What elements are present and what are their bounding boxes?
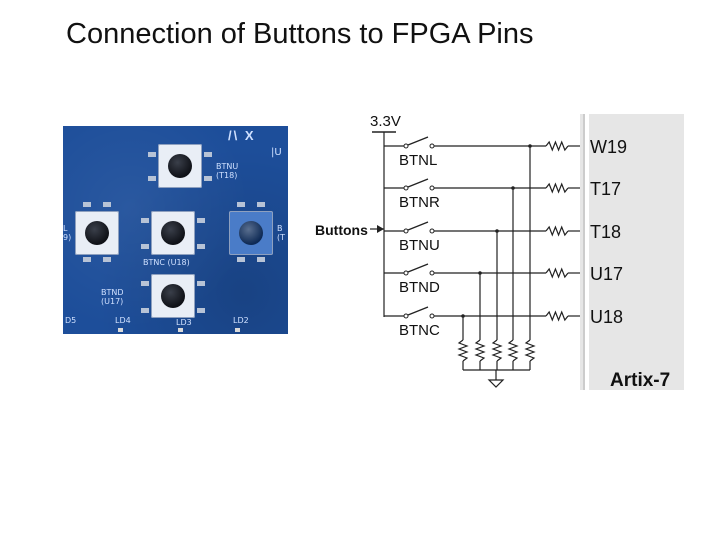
pin: [204, 152, 212, 157]
button-cap: [239, 221, 263, 245]
pulldown-resistor: [474, 339, 486, 362]
pulldown-resistor: [507, 339, 519, 362]
pin-label-u17: U17: [590, 264, 623, 284]
series-resistor: [545, 267, 569, 279]
pulldown-resistor: [457, 339, 469, 362]
chip-label: Artix-7: [610, 370, 670, 391]
pin: [141, 244, 149, 249]
button-label-btnc: BTNC: [399, 322, 440, 339]
switch-lever: [407, 306, 429, 316]
pin: [197, 218, 205, 223]
pin: [83, 257, 91, 262]
chip-block: [580, 114, 684, 390]
pin-label-w19: W19: [590, 137, 627, 157]
pin-label-t18: T18: [590, 222, 621, 242]
pin: [257, 257, 265, 262]
series-resistor: [545, 225, 569, 237]
series-resistor: [545, 140, 569, 152]
pin: [141, 308, 149, 313]
button-label-btnd: BTND: [399, 279, 440, 296]
series-resistor: [545, 310, 569, 322]
button-label-btnr: BTNR: [399, 194, 440, 211]
button-label-btnl: BTNL: [399, 152, 437, 169]
button-label-btnu: BTNU: [399, 237, 440, 254]
switch-contact: [429, 313, 435, 319]
pin: [148, 152, 156, 157]
pcb-logo: /\ X: [228, 128, 256, 143]
pin-label-t17: T17: [590, 179, 621, 199]
pin: [204, 176, 212, 181]
pin: [148, 176, 156, 181]
switch-contact: [429, 143, 435, 149]
switch-lever: [407, 178, 429, 188]
pin: [237, 257, 245, 262]
button-btnr-photo: [229, 211, 273, 255]
pin: [83, 202, 91, 207]
switch-lever: [407, 263, 429, 273]
silk-btnd: BTND (U17): [101, 288, 124, 306]
silk-d5: D5: [65, 316, 77, 325]
silk-right-partial: B (T: [277, 224, 286, 242]
pin: [257, 202, 265, 207]
switch-contact: [429, 228, 435, 234]
pulldown-resistor: [524, 339, 536, 362]
button-cap: [168, 154, 192, 178]
pin: [141, 281, 149, 286]
button-btnu-photo: [158, 144, 202, 188]
silk-ld4: LD4: [115, 316, 131, 325]
switch-contact: [429, 185, 435, 191]
silk-btnu: BTNU (T18): [216, 162, 239, 180]
pin: [141, 218, 149, 223]
pin: [103, 202, 111, 207]
silk-btnc: BTNC (U18): [143, 258, 190, 267]
pin: [197, 308, 205, 313]
switch-contact: [403, 228, 409, 234]
silk-u-partial: |U: [271, 147, 282, 158]
button-cap: [161, 284, 185, 308]
button-btnl-photo: [75, 211, 119, 255]
switch-contact: [403, 143, 409, 149]
button-btnd-photo: [151, 274, 195, 318]
pin-label-u18: U18: [590, 307, 623, 327]
pin: [237, 202, 245, 207]
switch-contact: [403, 313, 409, 319]
ground-icon: [487, 379, 505, 388]
switch-lever: [407, 136, 429, 146]
pin: [197, 281, 205, 286]
buttons-arrow-head: [377, 225, 384, 233]
led: [235, 328, 240, 332]
led: [118, 328, 123, 332]
button-cap: [161, 221, 185, 245]
led: [178, 328, 183, 332]
silk-ld3: LD3: [176, 318, 192, 327]
pulldown-resistor: [491, 339, 503, 362]
button-btnc-photo: [151, 211, 195, 255]
supply-label: 3.3V: [370, 113, 401, 130]
junction-dot: [511, 186, 515, 190]
button-cap: [85, 221, 109, 245]
switch-contact: [429, 270, 435, 276]
page-title: Connection of Buttons to FPGA Pins: [66, 18, 534, 50]
switch-contact: [403, 185, 409, 191]
buttons-label: Buttons: [315, 222, 368, 238]
silk-left-partial: L 9): [63, 224, 72, 242]
silk-ld2: LD2: [233, 316, 249, 325]
pin: [197, 244, 205, 249]
series-resistor: [545, 182, 569, 194]
pin: [103, 257, 111, 262]
switch-contact: [403, 270, 409, 276]
switch-lever: [407, 221, 429, 231]
pcb-photo: /\ X |U BTNU (T18) L 9) BTNC (U18) B (T …: [63, 126, 288, 334]
